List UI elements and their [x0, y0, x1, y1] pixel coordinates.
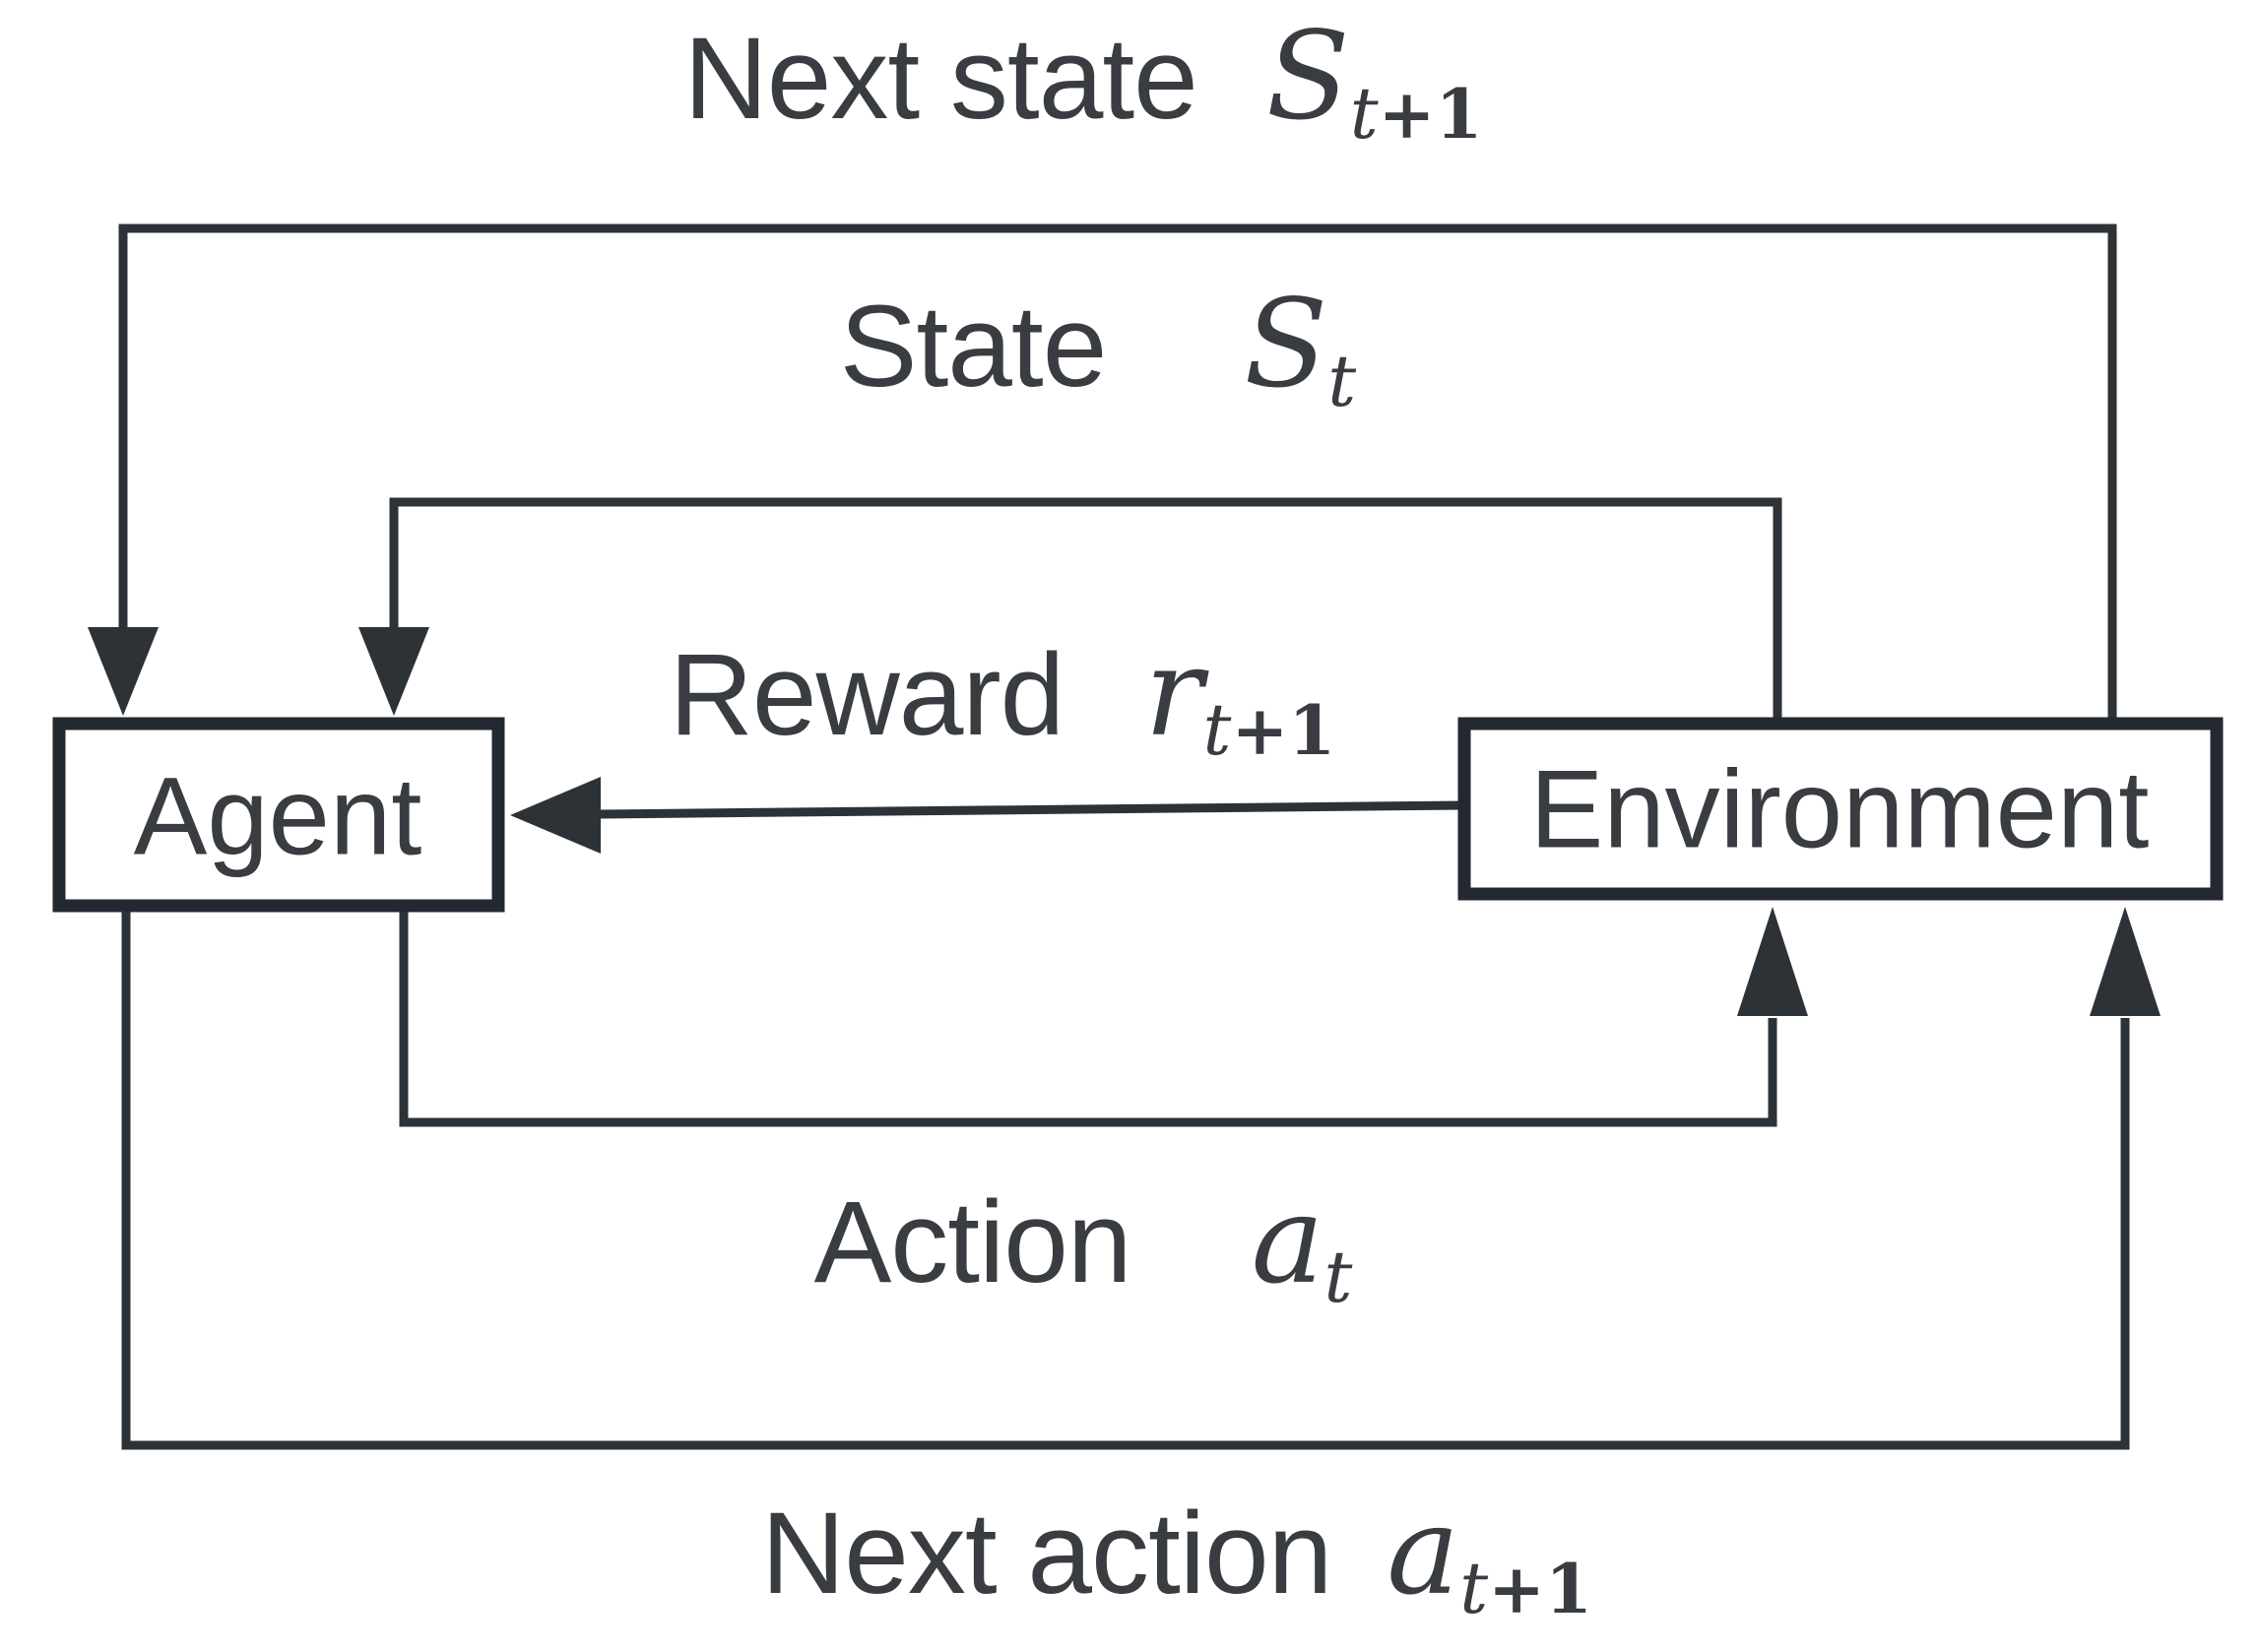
next-state-sub-rest: +1 [1378, 75, 1483, 156]
environment-box-label: Environment [1529, 747, 2150, 871]
next-state-symbol-subscript: t+1 [1350, 72, 1483, 155]
next-action-symbol: at+1 [1387, 1491, 1592, 1623]
reward-arrowhead-into-agent [510, 777, 601, 854]
action-arrowhead-into-environment [1737, 907, 1808, 1016]
reward-sub-rest: +1 [1231, 691, 1336, 772]
reward-arrow-line [598, 800, 1465, 819]
state-sub-var: t [1327, 340, 1357, 423]
reward-symbol-letter: r [1144, 622, 1203, 764]
next-state-symbol-letter: S [1265, 6, 1350, 148]
next-action-loop-line [121, 910, 2130, 1450]
next-action-arrowhead-into-environment [2090, 907, 2161, 1016]
label-reward: Reward rt+1 [669, 628, 1336, 765]
next-state-arrowhead-into-agent [88, 627, 159, 716]
action-sub-var: t [1323, 1236, 1353, 1319]
environment-box [1457, 717, 2224, 901]
next-action-text: Next action [760, 1489, 1332, 1619]
state-symbol: St [1244, 284, 1356, 416]
state-loop-line [389, 497, 1782, 718]
action-symbol-subscript: t [1324, 1236, 1353, 1318]
next-action-symbol-letter: a [1387, 1481, 1460, 1622]
label-next-action: Next action at+1 [760, 1487, 1592, 1623]
next-action-sub-rest: +1 [1488, 1550, 1593, 1630]
label-next-state: Next state St+1 [683, 12, 1483, 149]
agent-box [52, 717, 505, 913]
next-state-text: Next state [683, 14, 1198, 144]
reward-symbol: rt+1 [1144, 632, 1335, 765]
state-arrowhead-into-agent [358, 627, 429, 716]
label-state: State St [839, 280, 1356, 416]
agent-box-label: Agent [133, 754, 422, 878]
next-action-symbol-subscript: t+1 [1459, 1547, 1592, 1629]
label-action: Action at [813, 1175, 1353, 1312]
next-action-sub-var: t [1459, 1547, 1489, 1630]
next-state-sub-var: t [1349, 72, 1379, 156]
action-loop-line [399, 910, 1777, 1127]
action-symbol: at [1252, 1179, 1353, 1312]
state-symbol-letter: S [1244, 274, 1328, 415]
next-state-symbol: St+1 [1266, 16, 1483, 149]
next-state-loop-line [118, 223, 2117, 718]
state-symbol-subscript: t [1327, 340, 1356, 422]
action-symbol-letter: a [1251, 1170, 1324, 1311]
reward-symbol-subscript: t+1 [1203, 688, 1336, 771]
action-text: Action [813, 1177, 1132, 1307]
state-text: State [839, 282, 1108, 412]
reward-sub-var: t [1202, 688, 1232, 772]
reward-text: Reward [669, 630, 1065, 760]
